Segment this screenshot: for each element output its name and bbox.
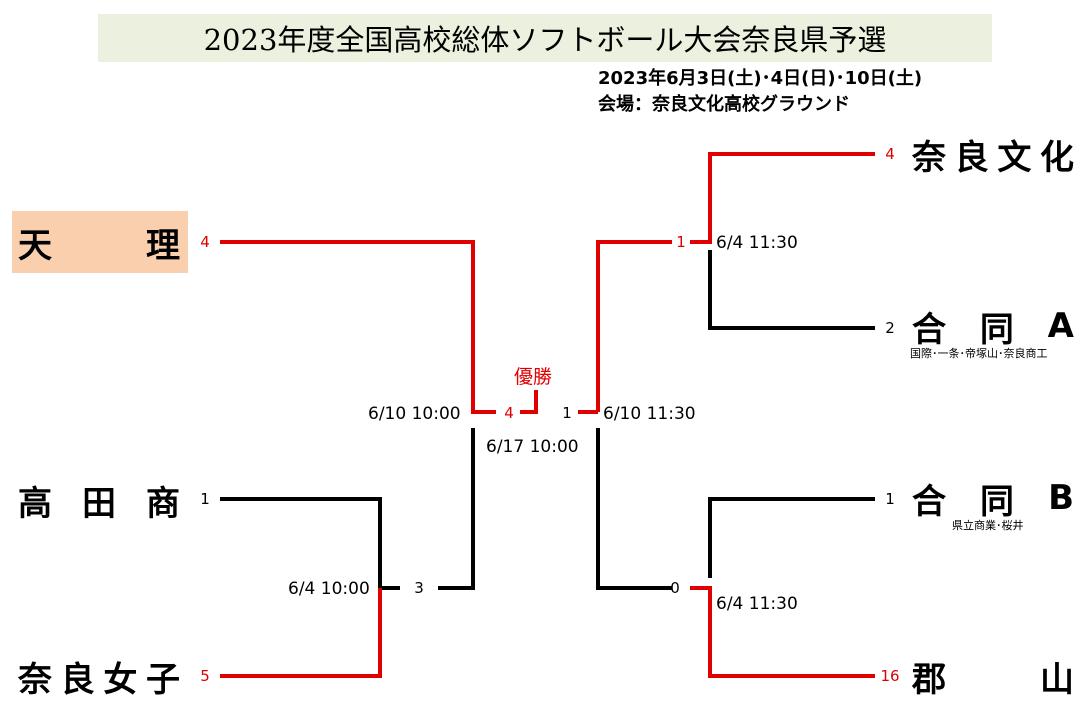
team-koriyama-char: 郡 — [912, 659, 946, 700]
line-right-top-winner — [596, 240, 672, 412]
team-narajoshi-char: 子 — [145, 659, 180, 700]
score-koriyama: 16 — [880, 667, 900, 685]
score-narajoshi: 5 — [200, 667, 210, 685]
score-takadasho: 1 — [200, 490, 210, 508]
line-narajoshi — [220, 588, 382, 678]
score-right-semi: 1 — [562, 404, 572, 422]
score-right-bottom-r1: 0 — [670, 579, 680, 597]
time-left-semi: 6/10 10:00 — [368, 404, 461, 424]
champion-label: 優勝 — [514, 366, 553, 388]
team-godo-a-char: 同 — [979, 309, 1014, 350]
team-takadasho-char: 商 — [146, 483, 180, 524]
team-godo-a-members: 国際･一条･帝塚山･奈良商工 — [910, 347, 1048, 360]
tournament-dates: 2023年6月3日(土)･4日(日)･10日(土) — [598, 68, 923, 89]
team-narajoshi-char: 良 — [60, 659, 95, 700]
team-godo-a-char: 合 — [912, 309, 946, 350]
team-godo-b-char: 同 — [980, 481, 1015, 522]
team-tenri: 天 理 — [18, 220, 180, 266]
team-godo-a: 合 同 A — [912, 304, 1074, 350]
team-narabunka-char: 奈 — [912, 137, 946, 178]
score-narabunka: 4 — [885, 145, 895, 163]
team-godo-b-char: 合 — [912, 481, 946, 522]
line-koriyama — [690, 586, 875, 678]
score-godo-a: 2 — [885, 319, 895, 337]
team-takadasho-char: 高 — [18, 483, 52, 524]
score-right-top-r1: 1 — [676, 233, 686, 251]
team-takadasho: 高 田 商 — [18, 478, 180, 524]
team-godo-a-char: A — [1047, 306, 1074, 346]
score-left-r1: 3 — [414, 579, 424, 597]
tournament-title: 2023年度全国高校総体ソフトボール大会奈良県予選 — [98, 14, 992, 62]
team-narajoshi: 奈 良 女 子 — [18, 654, 180, 700]
team-narabunka-char: 文 — [997, 137, 1032, 178]
team-tenri-char: 理 — [146, 225, 180, 266]
champion-highlight — [12, 211, 188, 273]
line-godo-a — [708, 250, 875, 330]
tournament-venue: 会場：奈良文化高校グラウンド — [598, 94, 850, 115]
line-takadasho — [220, 497, 400, 590]
team-narabunka-char: 化 — [1039, 137, 1074, 178]
team-narajoshi-char: 奈 — [18, 659, 52, 700]
score-godo-b: 1 — [885, 490, 895, 508]
team-narajoshi-char: 女 — [103, 659, 138, 700]
team-tenri-char: 天 — [18, 225, 52, 266]
line-right-bottom-winner — [596, 428, 672, 590]
line-narabunka — [690, 152, 875, 244]
time-right-bottom-r1: 6/4 11:30 — [716, 594, 798, 614]
time-right-semi: 6/10 11:30 — [603, 404, 696, 424]
time-right-top-r1: 6/4 11:30 — [716, 233, 798, 253]
team-takadasho-char: 田 — [82, 483, 116, 524]
team-koriyama: 郡 山 — [912, 654, 1074, 700]
line-left-r1-winner — [438, 428, 475, 590]
team-godo-b: 合 同 B — [912, 476, 1074, 522]
line-final-left — [520, 390, 538, 414]
team-godo-b-char: B — [1048, 478, 1074, 518]
time-final: 6/17 10:00 — [486, 437, 579, 457]
line-tenri — [220, 240, 496, 414]
line-godo-b — [708, 497, 875, 578]
time-left-r1: 6/4 10:00 — [288, 579, 370, 599]
score-left-semi: 4 — [504, 404, 514, 422]
score-tenri: 4 — [200, 233, 210, 251]
team-koriyama-char: 山 — [1040, 659, 1074, 700]
team-narabunka-char: 良 — [954, 137, 989, 178]
team-narabunka: 奈 良 文 化 — [912, 132, 1074, 178]
team-godo-b-members: 県立商業･桜井 — [952, 519, 1024, 532]
